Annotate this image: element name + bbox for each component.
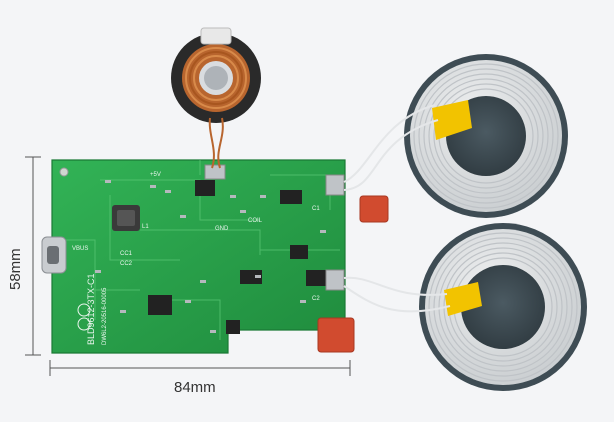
usb-c-port	[47, 246, 59, 264]
pcb-traces	[60, 160, 340, 340]
board-logo	[77, 303, 91, 331]
ic-chip	[195, 180, 215, 196]
silkscreen-coil: COIL	[248, 218, 263, 224]
rx-coil-icon	[171, 27, 261, 123]
rx-coil-terminal	[204, 164, 226, 180]
board-model-text: BLD9612-3TX-C1	[86, 273, 96, 345]
coil-terminal	[325, 174, 345, 196]
ic-chip	[306, 270, 326, 286]
silkscreen-vbus: VBUS	[72, 246, 88, 252]
connector-tape	[444, 282, 482, 316]
silkscreen-cc1: CC1	[120, 251, 133, 257]
silkscreen-gnd: GND	[215, 226, 229, 232]
ic-chip	[280, 190, 302, 204]
main-ic	[148, 295, 172, 315]
capacitor-icon	[317, 317, 355, 353]
tx-coil-wires	[343, 104, 451, 313]
silkscreen-5v: +5V	[150, 172, 161, 178]
mounting-hole	[59, 167, 69, 177]
height-dimension-label: 58mm	[7, 248, 24, 290]
smd-components	[95, 180, 326, 333]
dimension-width	[49, 360, 351, 376]
rx-coil-wires	[208, 117, 224, 169]
ic-chip	[290, 245, 308, 259]
silkscreen-c1: C1	[312, 206, 320, 212]
silkscreen-l1: L1	[142, 224, 149, 230]
capacitor-icon	[359, 195, 389, 223]
tx-coil-icon	[419, 223, 587, 391]
coil-terminal	[325, 269, 345, 291]
ic-chip	[240, 270, 262, 284]
dimension-height	[25, 156, 41, 356]
ic-chip	[226, 320, 240, 334]
connector-tape	[432, 100, 472, 140]
pcb-board	[41, 159, 389, 354]
width-dimension-label: 84mm	[174, 379, 216, 396]
silkscreen-c2: C2	[312, 296, 320, 302]
rx-coil-label	[200, 27, 232, 45]
tx-coil-icon	[404, 54, 568, 218]
silkscreen-cc2: CC2	[120, 261, 133, 267]
board-marking-text: DW6L2-20516-00005	[102, 287, 108, 345]
